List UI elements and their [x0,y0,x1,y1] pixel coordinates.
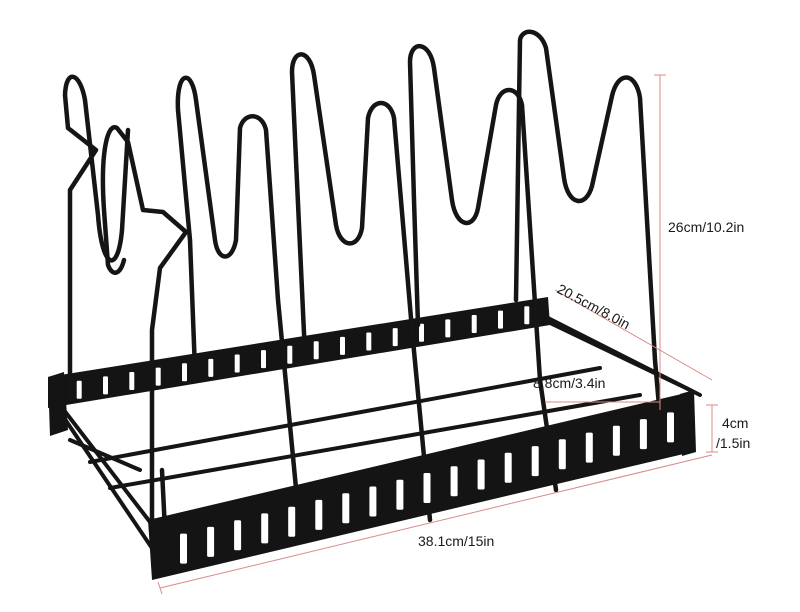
front-base-plate [148,392,692,580]
slot [342,493,350,524]
slot [180,533,187,564]
base-height-label-2: /1.5in [716,435,750,451]
back-plate-slots [76,306,530,399]
divider-spacing-label: 8.8cm/3.4in [533,375,605,391]
slot [234,354,240,373]
slot [288,506,296,537]
slot [396,479,404,510]
base-height-label-1: 4cm [722,415,748,431]
slot [340,336,345,355]
slot [419,323,424,342]
back-base-plate [48,297,550,408]
divider-1 [100,124,189,533]
side-bracket [48,372,696,456]
slot [639,419,647,450]
slot [392,328,398,347]
slot [313,341,319,360]
front-plate-slots [180,412,674,564]
divider-5 [407,44,559,493]
slot [366,332,372,351]
slot [612,425,620,456]
slot [585,432,593,463]
slot [287,345,293,364]
slot [234,520,242,551]
slot [477,459,485,490]
divider-6 [513,29,665,443]
slot [558,439,566,470]
divider-2 [62,74,131,403]
slot [129,372,135,390]
slot [261,350,266,369]
slot [315,499,323,530]
slot [531,446,539,477]
slot [423,473,431,503]
slot [524,306,530,325]
divider-4 [289,52,433,523]
slot [667,412,674,443]
divider-3 [175,75,303,533]
slot [450,466,458,497]
slot [182,363,187,382]
depth-label: 20.5cm/8.0in [555,281,633,333]
slot [76,380,82,399]
slot [369,486,377,517]
length-label: 38.1cm/15in [418,533,494,549]
slot [445,319,451,338]
slot [208,358,214,377]
slot [155,367,161,386]
slot [504,452,512,483]
height-label: 26cm/10.2in [668,219,744,235]
slot [498,310,503,329]
slot [261,513,269,544]
slot [103,376,108,395]
slot [471,315,477,333]
base-rails [50,316,702,562]
wire-dividers [62,29,665,533]
slot [207,526,215,557]
